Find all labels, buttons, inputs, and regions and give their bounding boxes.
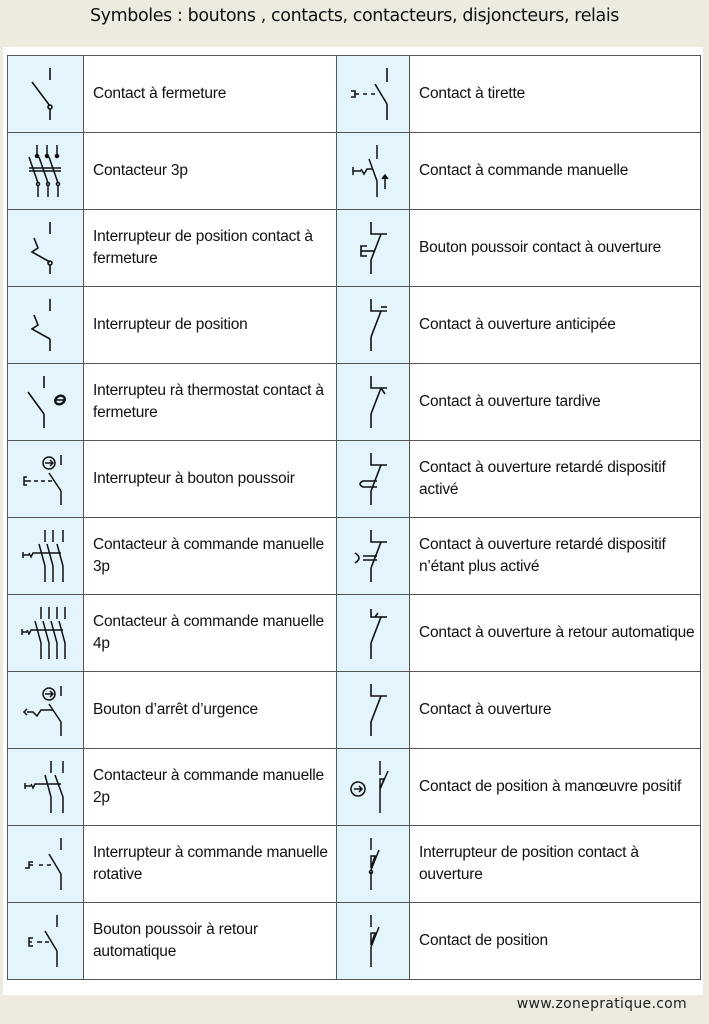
symbol-label: Interrupteur de position contact à ferme… — [83, 209, 337, 287]
symbol-label: Interrupteur à bouton poussoir — [83, 440, 337, 518]
symbol-label: Contact à ouverture anticipée — [409, 286, 701, 364]
symbol-label: Bouton d’arrêt d’urgence — [83, 671, 337, 749]
bouton-poussoir-retour-auto-icon — [7, 902, 84, 980]
bouton-poussoir-ouverture-icon — [336, 209, 410, 287]
contacteur-commande-manuelle-4p-icon — [7, 594, 84, 672]
contact-commande-manuelle-icon — [336, 132, 410, 210]
contact-ouverture-retarde-active-icon — [336, 440, 410, 518]
symbol-label: Contacteur à commande manuelle 4p — [83, 594, 337, 672]
contacteur-commande-manuelle-2p-icon — [7, 748, 84, 826]
symbol-label: Contact à ouverture — [409, 671, 701, 749]
symbol-label: Contact de position à manœuvre positif — [409, 748, 701, 826]
symbol-label: Contact à ouverture à retour automatique — [409, 594, 701, 672]
symbol-label: Contacteur à commande manuelle 2p — [83, 748, 337, 826]
contact-position-icon — [336, 902, 410, 980]
bouton-arret-urgence-icon — [7, 671, 84, 749]
symbol-label: Interrupteu rà thermostat contact à ferm… — [83, 363, 337, 441]
contacteur-3p-icon — [7, 132, 84, 210]
symbol-label: Contact à ouverture tardive — [409, 363, 701, 441]
contact-ouverture-retour-auto-icon — [336, 594, 410, 672]
page-title: Symboles : boutons , contacts, contacteu… — [89, 6, 620, 26]
contact-position-manoeuvre-positif-icon — [336, 748, 410, 826]
table-row: Contacteur 3p Contact à commande manuell… — [7, 132, 701, 210]
table-row: Bouton d’arrêt d’urgence Contact à ouver… — [7, 671, 701, 749]
interrupteur-position-icon — [7, 286, 84, 364]
table-row: Interrupteur de position contact à ferme… — [7, 209, 701, 287]
contact-ouverture-tardive-icon — [336, 363, 410, 441]
footer-url: www.zonepratique.com — [516, 996, 687, 1012]
contact-ouverture-icon — [336, 671, 410, 749]
symbol-label: Contact à ouverture retardé dispositif n… — [409, 517, 701, 595]
table-row: Interrupteur à bouton poussoir Contact à… — [7, 440, 701, 518]
interrupteur-position-fermeture-icon — [7, 209, 84, 287]
interrupteur-commande-rotative-icon — [7, 825, 84, 903]
symbol-label: Interrupteur à commande manuelle rotativ… — [83, 825, 337, 903]
symbol-label: Contacteur à commande manuelle 3p — [83, 517, 337, 595]
symbol-table: Contact à fermeture Contact à tirette Co… — [7, 55, 701, 980]
symbol-label: Contact à ouverture retardé dispositif a… — [409, 440, 701, 518]
table-row: Contacteur à commande manuelle 4p Contac… — [7, 594, 701, 672]
contacteur-commande-manuelle-3p-icon — [7, 517, 84, 595]
symbol-label: Contact à tirette — [409, 55, 701, 133]
table-row: Bouton poussoir à retour automatique Con… — [7, 902, 701, 980]
symbol-label: Contact à fermeture — [83, 55, 337, 133]
table-row: Contact à fermeture Contact à tirette — [7, 55, 701, 133]
symbol-label: Interrupteur de position — [83, 286, 337, 364]
interrupteur-position-ouverture-icon — [336, 825, 410, 903]
symbol-label: Contact à commande manuelle — [409, 132, 701, 210]
table-row: Contacteur à commande manuelle 2p Contac… — [7, 748, 701, 826]
symbol-label: Bouton poussoir contact à ouverture — [409, 209, 701, 287]
symbol-label: Contact de position — [409, 902, 701, 980]
interrupteur-thermostat-icon — [7, 363, 84, 441]
contact-ouverture-anticipee-icon — [336, 286, 410, 364]
interrupteur-bouton-poussoir-icon — [7, 440, 84, 518]
contact-tirette-icon — [336, 55, 410, 133]
symbol-label: Bouton poussoir à retour automatique — [83, 902, 337, 980]
table-row: Interrupteur à commande manuelle rotativ… — [7, 825, 701, 903]
contact-fermeture-icon — [7, 55, 84, 133]
table-row: Interrupteu rà thermostat contact à ferm… — [7, 363, 701, 441]
contact-ouverture-retarde-inactive-icon — [336, 517, 410, 595]
symbol-label: Interrupteur de position contact à ouver… — [409, 825, 701, 903]
table-row: Interrupteur de position Contact à ouver… — [7, 286, 701, 364]
symbol-label: Contacteur 3p — [83, 132, 337, 210]
table-row: Contacteur à commande manuelle 3p Contac… — [7, 517, 701, 595]
